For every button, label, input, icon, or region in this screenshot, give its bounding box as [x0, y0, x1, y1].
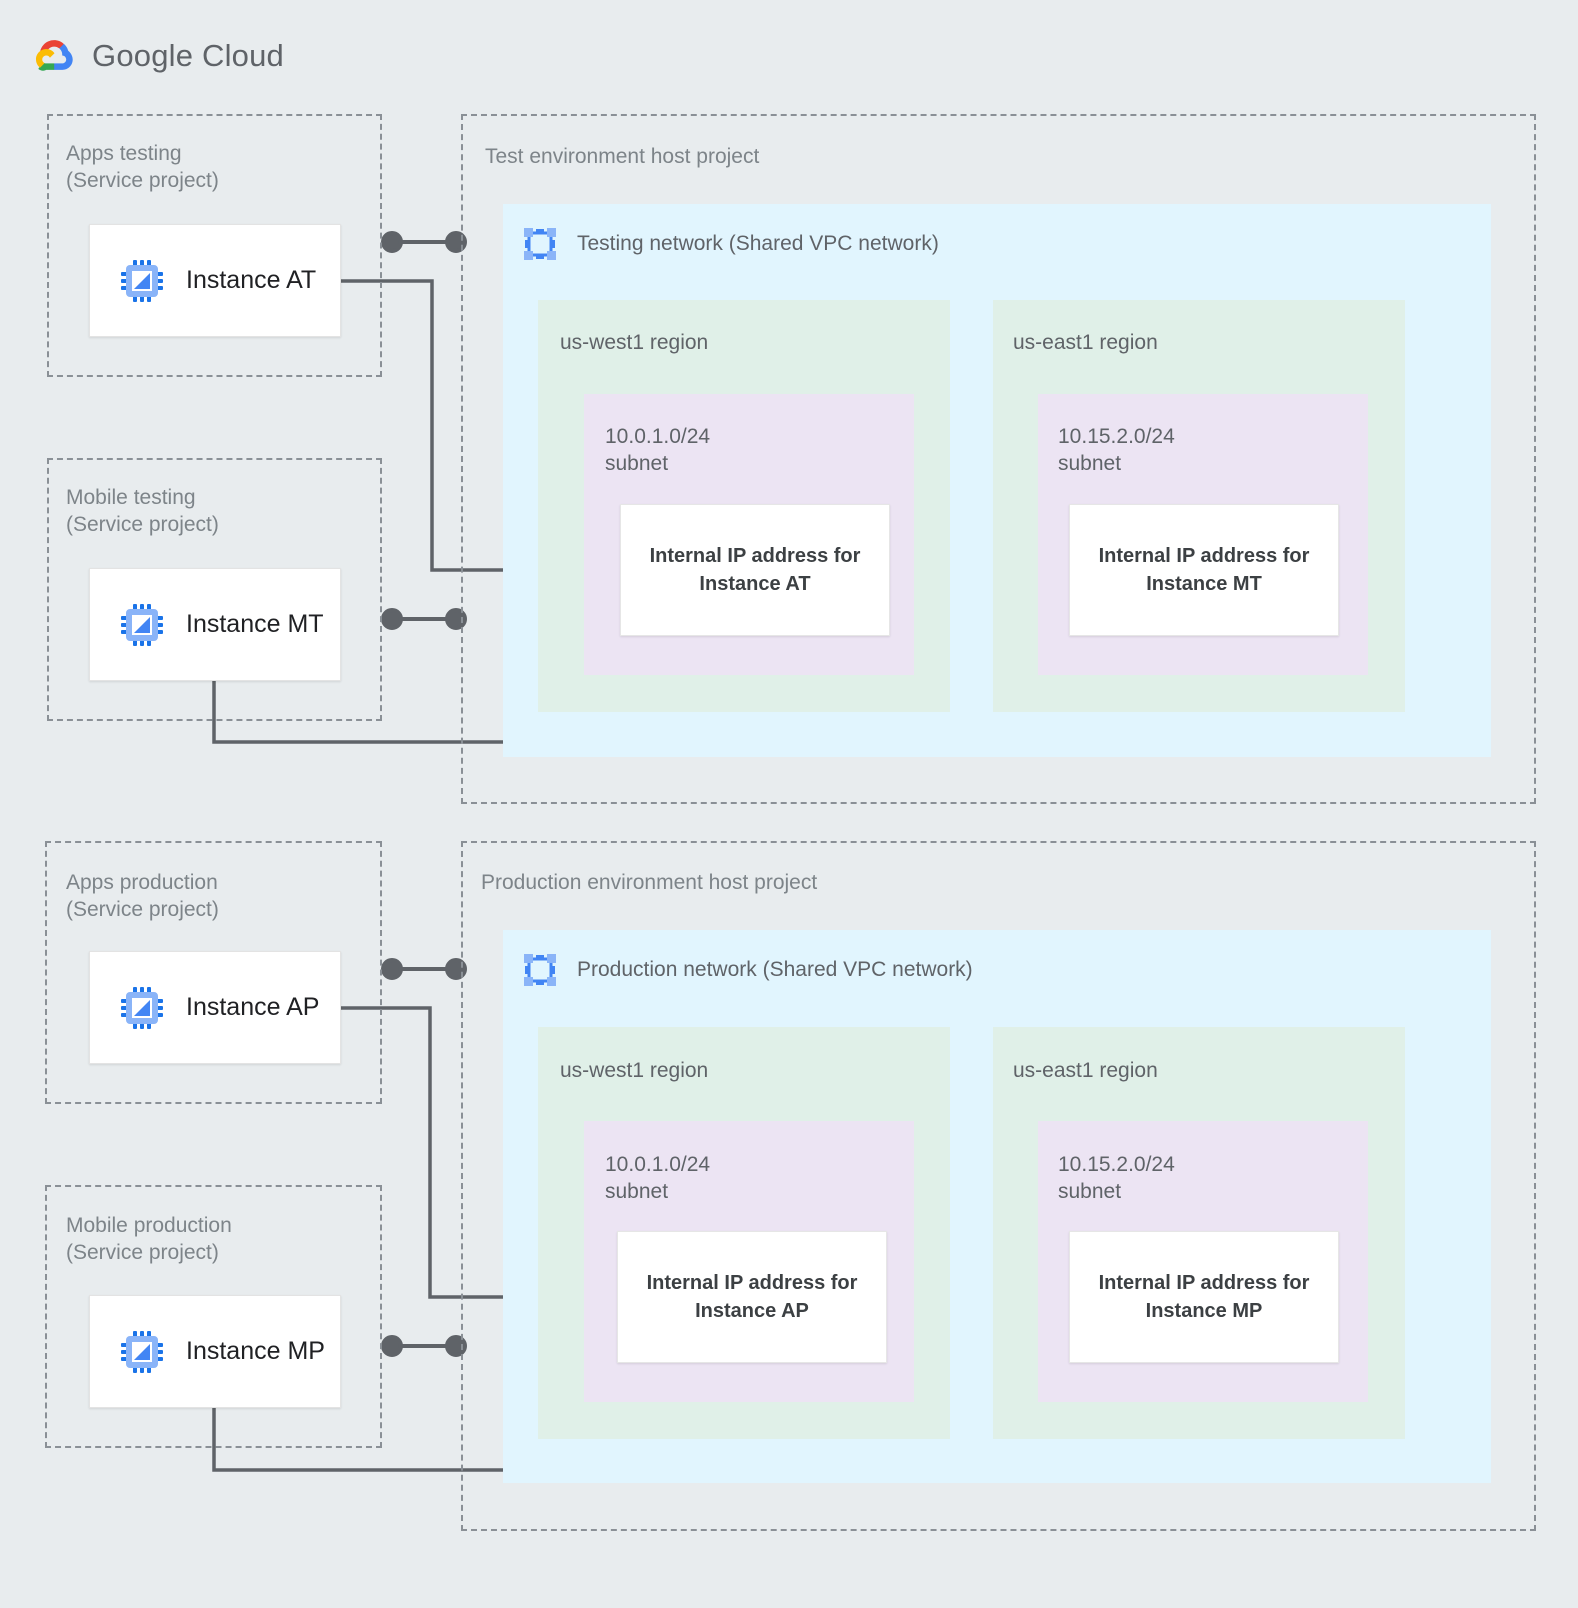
- vpc-network-testing-title: Testing network (Shared VPC network): [577, 232, 939, 255]
- brand-name-cloud: Cloud: [202, 38, 284, 73]
- host-project-test: [461, 114, 1536, 804]
- service-project-mobile-testing: [47, 458, 382, 721]
- ip-box-label-ap: Internal IP address for Instance AP: [646, 1272, 858, 1322]
- service-project-apps-production: [45, 841, 382, 1104]
- service-project-mobile-testing-title: Mobile testing (Service project): [66, 486, 219, 536]
- instance-label-at: Instance AT: [186, 266, 317, 294]
- subnet-label-prod-us-west1: 10.0.1.0/24 subnet: [605, 1153, 711, 1203]
- compute-instance-chip-icon: [120, 986, 164, 1030]
- host-project-production: [461, 841, 1536, 1531]
- instance-label-mt: Instance MT: [186, 610, 324, 638]
- compute-instance-chip-icon: [120, 603, 164, 647]
- vpc-network-testing-header: Testing network (Shared VPC network): [521, 225, 939, 263]
- ip-box-instance-at: Internal IP address for Instance AT: [620, 504, 890, 636]
- vpc-network-production-header: Production network (Shared VPC network): [521, 951, 973, 989]
- vpc-network-production-title: Production network (Shared VPC network): [577, 958, 973, 981]
- ip-box-instance-ap: Internal IP address for Instance AP: [617, 1231, 887, 1363]
- ip-box-label-mp: Internal IP address for Instance MP: [1098, 1272, 1310, 1322]
- service-project-apps-testing: [47, 114, 382, 377]
- instance-card-mt[interactable]: Instance MT: [89, 568, 341, 681]
- instance-label-mp: Instance MP: [186, 1337, 325, 1365]
- vpc-network-icon: [521, 951, 559, 989]
- ip-box-instance-mt: Internal IP address for Instance MT: [1069, 504, 1339, 636]
- subnet-label-test-us-west1: 10.0.1.0/24 subnet: [605, 425, 711, 475]
- vpc-network-icon: [521, 225, 559, 263]
- ip-box-label-at: Internal IP address for Instance AT: [649, 545, 861, 595]
- region-label-test-us-west1: us-west1 region: [560, 331, 709, 354]
- instance-card-ap[interactable]: Instance AP: [89, 951, 341, 1064]
- compute-instance-chip-icon: [120, 259, 164, 303]
- region-label-prod-us-west1: us-west1 region: [560, 1059, 709, 1082]
- ip-box-label-mt: Internal IP address for Instance MT: [1098, 545, 1310, 595]
- brand-name: Google Cloud: [92, 38, 284, 74]
- instance-card-mp[interactable]: Instance MP: [89, 1295, 341, 1408]
- service-project-mobile-production-title: Mobile production (Service project): [66, 1214, 232, 1264]
- instance-label-ap: Instance AP: [186, 993, 320, 1021]
- subnet-label-test-us-east1: 10.15.2.0/24 subnet: [1058, 425, 1175, 475]
- google-cloud-logo: Google Cloud: [30, 32, 284, 80]
- service-project-apps-testing-title: Apps testing (Service project): [66, 142, 219, 192]
- instance-card-at[interactable]: Instance AT: [89, 224, 341, 337]
- host-project-production-title: Production environment host project: [481, 871, 818, 894]
- region-label-prod-us-east1: us-east1 region: [1013, 1059, 1158, 1082]
- service-project-mobile-production: [45, 1185, 382, 1448]
- brand-name-google: Google: [92, 38, 194, 73]
- host-project-test-title: Test environment host project: [485, 145, 760, 168]
- compute-instance-chip-icon: [120, 1330, 164, 1374]
- region-label-test-us-east1: us-east1 region: [1013, 331, 1158, 354]
- ip-box-instance-mp: Internal IP address for Instance MP: [1069, 1231, 1339, 1363]
- subnet-label-prod-us-east1: 10.15.2.0/24 subnet: [1058, 1153, 1175, 1203]
- service-project-apps-production-title: Apps production (Service project): [66, 871, 219, 921]
- google-cloud-logo-icon: [30, 32, 78, 80]
